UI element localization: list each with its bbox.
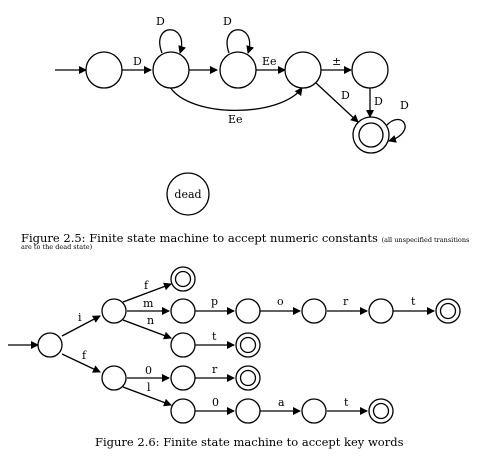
label-start-f: f (82, 349, 87, 362)
label-imp-o: o (277, 295, 284, 308)
state-accept-numeric-inner (358, 122, 384, 148)
label-s3-accept: D (341, 89, 350, 102)
label-i-m: m (143, 297, 154, 310)
state-int-accept-inner (239, 336, 257, 354)
state-import-accept-inner (439, 302, 457, 320)
label-f-0: 0 (145, 364, 152, 377)
label-f0-r: r (212, 363, 218, 376)
label-start-i: i (78, 311, 82, 324)
state-s4 (351, 51, 389, 89)
state-in (170, 332, 196, 358)
state-fl0a (301, 398, 327, 424)
edge-accept-loop (385, 118, 406, 143)
figure-2-5-caption-note-1: (all unspecified transitions (381, 236, 470, 244)
edge-s1-loop (159, 29, 186, 54)
label-s3-s4: ± (332, 55, 341, 68)
label-im-p: p (211, 295, 218, 308)
state-impor (368, 298, 394, 324)
edge-i-n (122, 319, 172, 340)
label-fl0-a: a (278, 396, 285, 409)
edge-i-f (122, 282, 172, 303)
state-s3 (284, 51, 322, 89)
state-impo (301, 298, 327, 324)
state-s1 (152, 51, 190, 89)
state-if-accept-inner (174, 270, 192, 288)
label-s1-s3: Ee (228, 113, 243, 126)
label-in-t: t (212, 330, 217, 343)
dead-state-label: dead (174, 188, 201, 201)
state-start-numeric (85, 51, 123, 89)
state-fl (170, 398, 196, 424)
state-fl0 (235, 398, 261, 424)
edge-start-f (61, 353, 101, 373)
label-s2-s3: Ee (262, 55, 277, 68)
state-dead (166, 172, 210, 216)
label-impor-t: t (411, 295, 416, 308)
edge-f-l (122, 386, 172, 407)
state-f0r-accept-inner (239, 369, 257, 387)
label-fl0a-t: t (344, 396, 349, 409)
label-accept-loop: D (400, 99, 409, 112)
state-f0 (170, 365, 196, 391)
label-i-f: f (144, 279, 149, 292)
state-im (170, 298, 196, 324)
state-s2 (219, 51, 257, 89)
state-start-keywords (37, 332, 63, 358)
figure-2-5: D D D Ee Ee ± D D D dead (55, 15, 409, 216)
state-f (101, 365, 127, 391)
edge-s1-s3 (169, 86, 303, 111)
figure-2-6-caption: Figure 2.6: Finite state machine to acce… (95, 435, 404, 449)
state-i (101, 298, 127, 324)
edge-s3-accept (315, 82, 359, 123)
label-fl-0: 0 (212, 396, 219, 409)
state-imp (235, 298, 261, 324)
state-float-accept-inner (372, 402, 390, 420)
label-f-l: l (147, 381, 151, 394)
figure-2-5-caption-main: Figure 2.5: Finite state machine to acce… (21, 231, 378, 245)
figure-2-5-caption: Figure 2.5: Finite state machine to acce… (21, 231, 469, 245)
edge-start-i (61, 315, 101, 337)
label-i-n: n (147, 314, 154, 327)
figure-2-5-caption-note-2: are to the dead state) (21, 243, 93, 251)
edge-s2-loop (226, 29, 254, 54)
label-impo-r: r (343, 295, 349, 308)
figure-2-6: i f f m n p o r t t 0 l r 0 a t (8, 266, 461, 424)
label-s4-accept: D (374, 95, 383, 108)
label-s2-loop: D (223, 15, 232, 28)
label-s1-loop: D (156, 15, 165, 28)
label-s0-s1: D (133, 55, 142, 68)
